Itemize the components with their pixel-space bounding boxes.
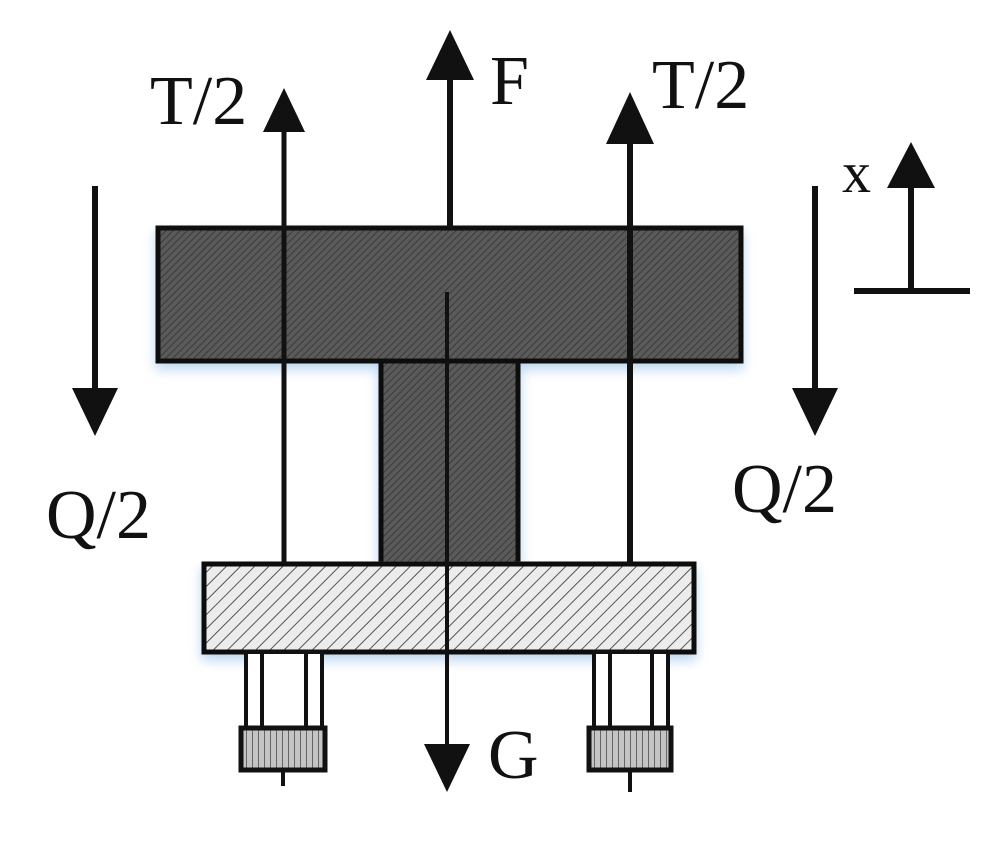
right-leg-outer (592, 650, 670, 732)
upper-frame (155, 225, 744, 567)
frame-stem (378, 358, 521, 567)
right-knob (586, 725, 674, 773)
load-left-arrow (72, 186, 118, 436)
load-right-arrow (792, 186, 838, 436)
gravity-arrow (424, 292, 470, 792)
tension-left-arrow (263, 88, 305, 564)
frame-top-bar (155, 225, 744, 364)
right-foot (586, 650, 674, 792)
gravity-label: G (488, 717, 539, 794)
tension-right-label: T/2 (652, 47, 749, 124)
tension-right-arrow (606, 92, 654, 564)
tension-left-label: T/2 (150, 63, 247, 140)
load-right-label: Q/2 (732, 451, 837, 528)
left-leg-outer (244, 650, 324, 732)
force-arrow (426, 30, 474, 228)
load-left-label: Q/2 (46, 477, 151, 554)
left-foot (238, 650, 328, 786)
axis-label: x (842, 140, 871, 205)
force-label: F (490, 43, 529, 120)
axis-indicator (854, 142, 970, 294)
left-knob (238, 725, 328, 773)
